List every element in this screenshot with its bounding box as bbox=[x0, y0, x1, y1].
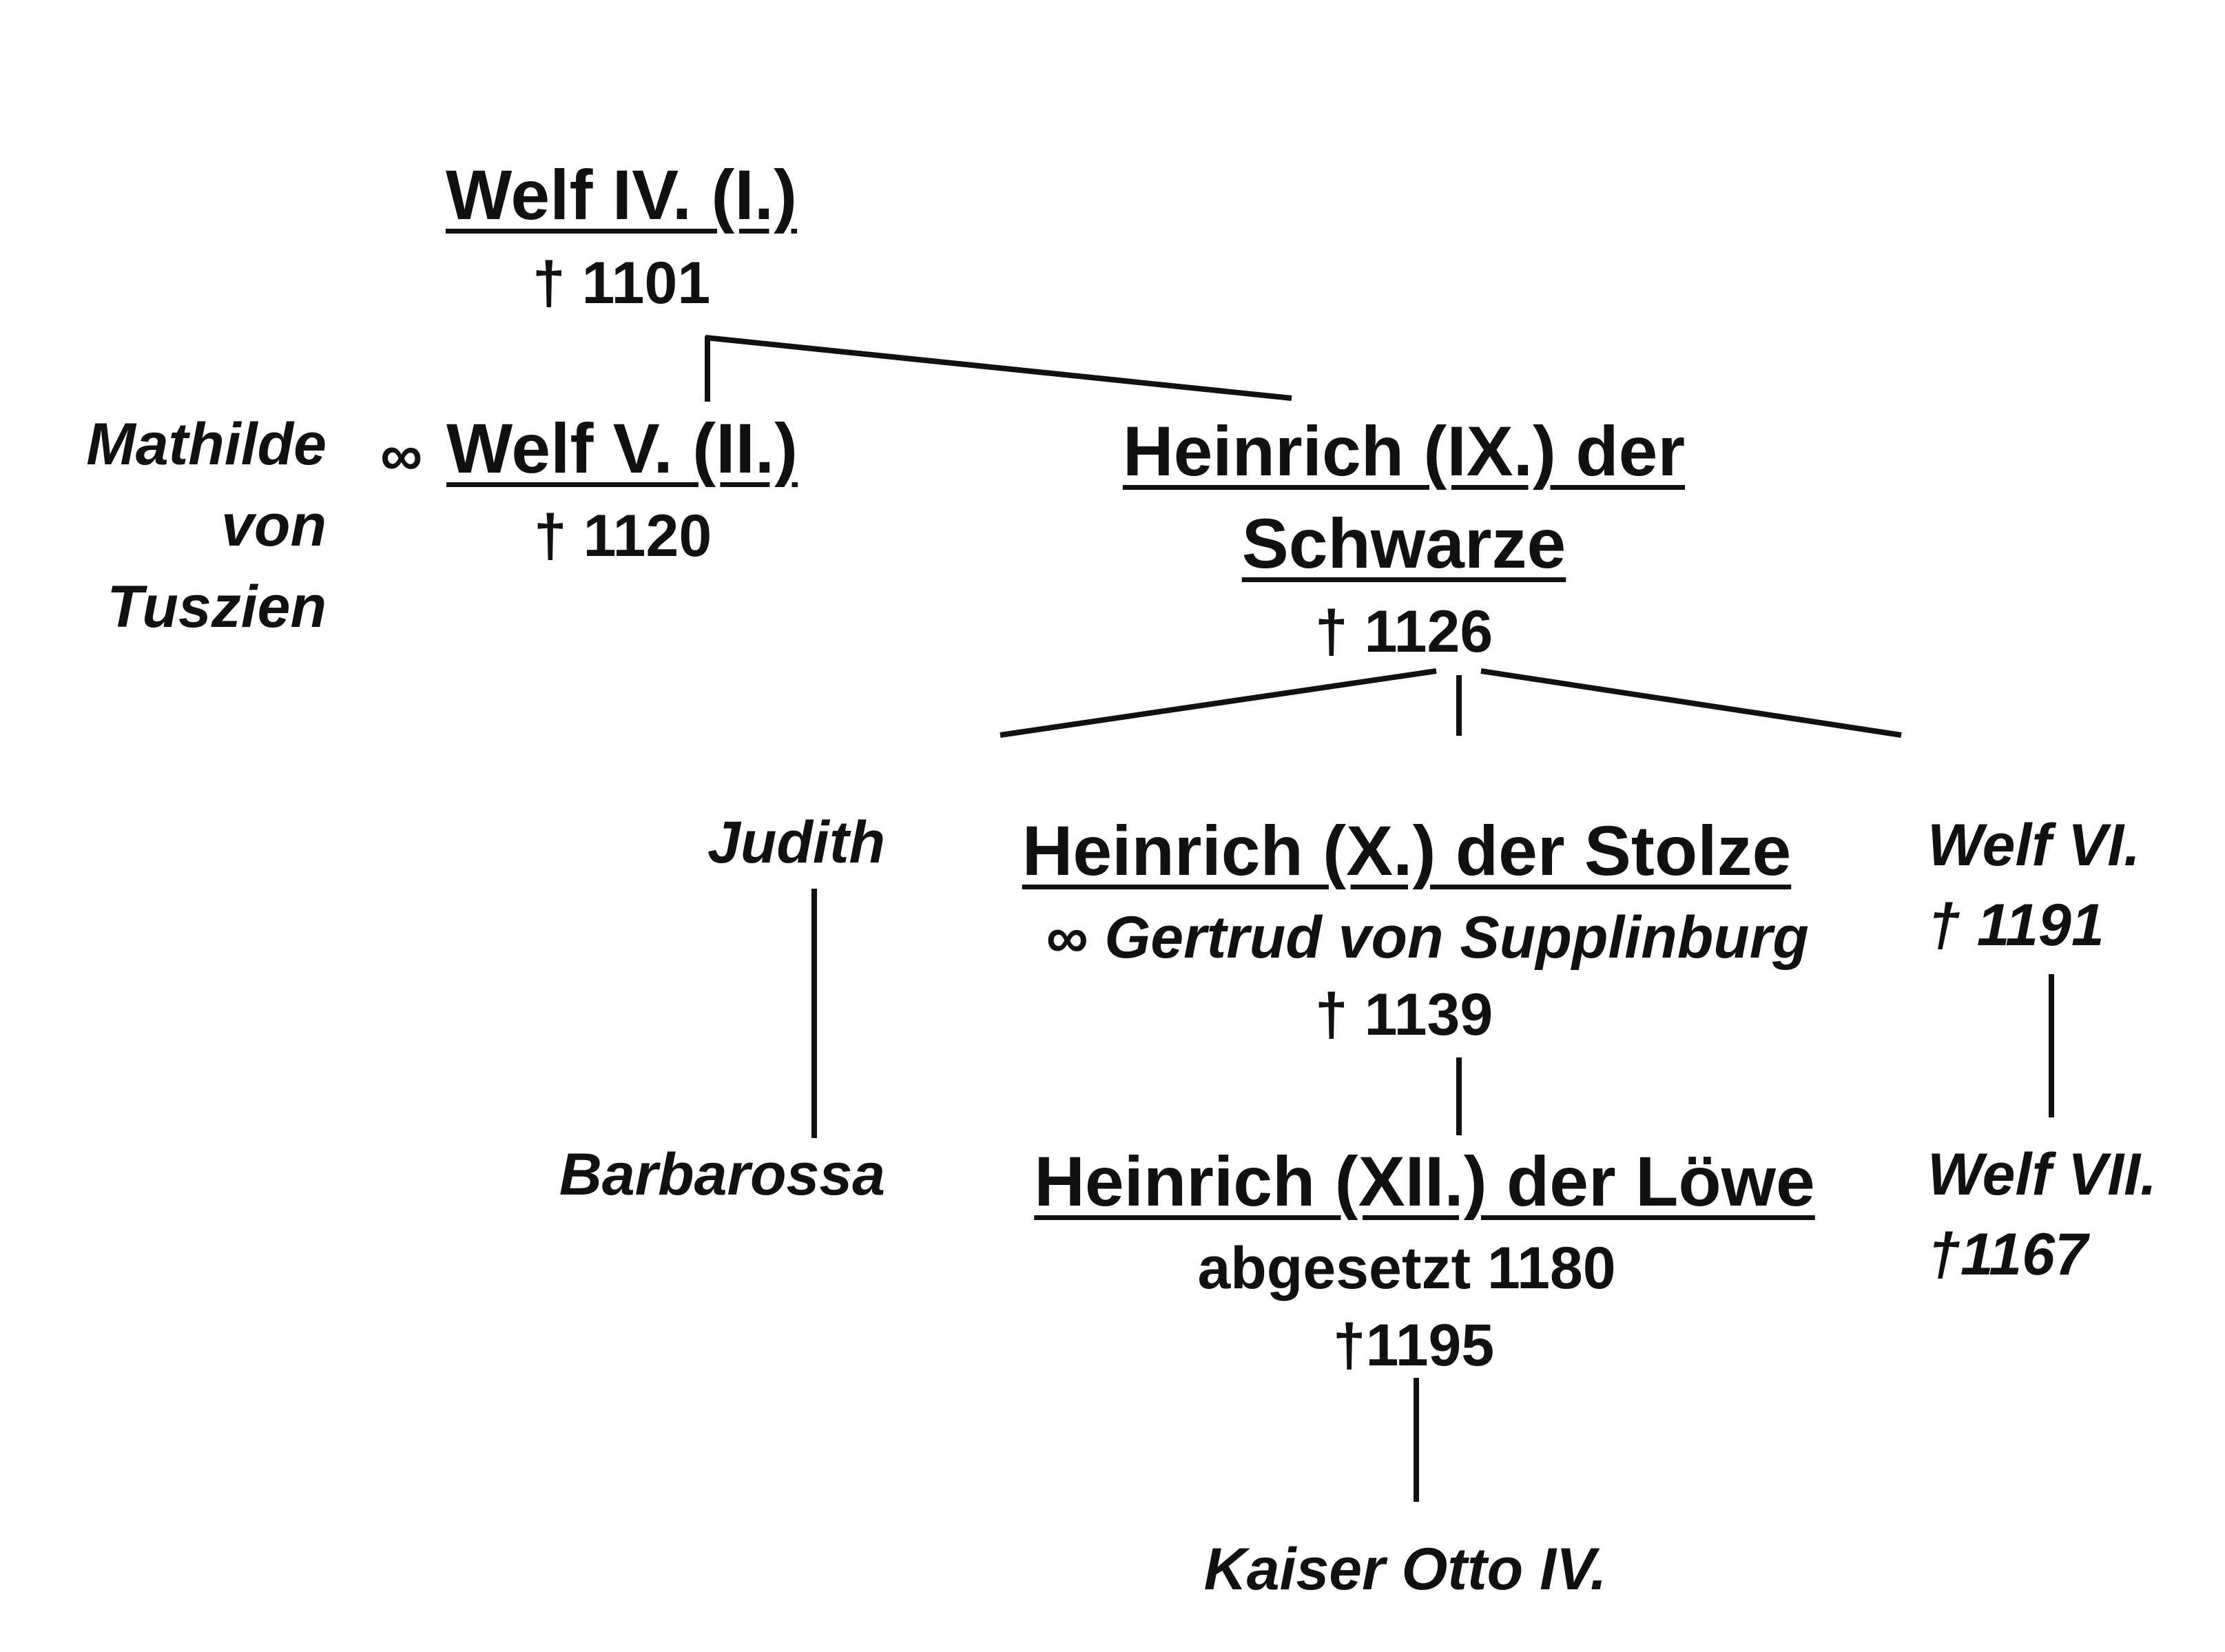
connector-welf-iv-to-heinrich-ix bbox=[705, 335, 1292, 401]
heinrich-ix-death: † 1126 bbox=[1314, 599, 1493, 665]
marriage-symbol: ∞ bbox=[380, 422, 423, 488]
welf-vii-name: Welf VII. bbox=[1927, 1142, 2157, 1208]
connector-heinrich-ix-to-judith-branch bbox=[1000, 668, 1437, 738]
welf-vi-death: † 1191 bbox=[1927, 892, 2104, 958]
welf-iv-death: † 1101 bbox=[532, 250, 711, 316]
welf-vii-death: †1167 bbox=[1927, 1221, 2088, 1288]
welf-iv-name: Welf IV. (I.) bbox=[445, 156, 798, 234]
heinrich-x-spouse: ∞ Gertrud von Supplinburg bbox=[1046, 905, 1809, 971]
heinrich-xii-name: Heinrich (XII.) der Löwe bbox=[1034, 1142, 1815, 1221]
heinrich-ix-name-line-2: Schwarze bbox=[1241, 504, 1566, 583]
otto-iv-name: Kaiser Otto IV. bbox=[1203, 1536, 1607, 1602]
mathilde-line-1: Mathilde bbox=[86, 411, 327, 477]
heinrich-ix-name-line-1: Heinrich (IX.) der bbox=[1122, 412, 1686, 491]
barbarossa-name: Barbarossa bbox=[559, 1142, 885, 1208]
mathilde-line-3: Tuszien bbox=[107, 574, 327, 640]
connector-heinrich-ix-to-welf-vi bbox=[1480, 668, 1902, 738]
mathilde-line-2: von bbox=[221, 493, 327, 559]
heinrich-xii-note: abgesetzt 1180 bbox=[1197, 1235, 1616, 1301]
heinrich-x-death: † 1139 bbox=[1314, 982, 1493, 1048]
judith-name: Judith bbox=[707, 809, 885, 876]
heinrich-x-name: Heinrich (X.) der Stolze bbox=[1022, 812, 1792, 890]
welf-v-name: Welf V. (II.) bbox=[446, 409, 798, 488]
welf-v-death: † 1120 bbox=[533, 503, 712, 569]
heinrich-xii-death: †1195 bbox=[1332, 1312, 1495, 1379]
welf-vi-name: Welf VI. bbox=[1927, 812, 2141, 878]
